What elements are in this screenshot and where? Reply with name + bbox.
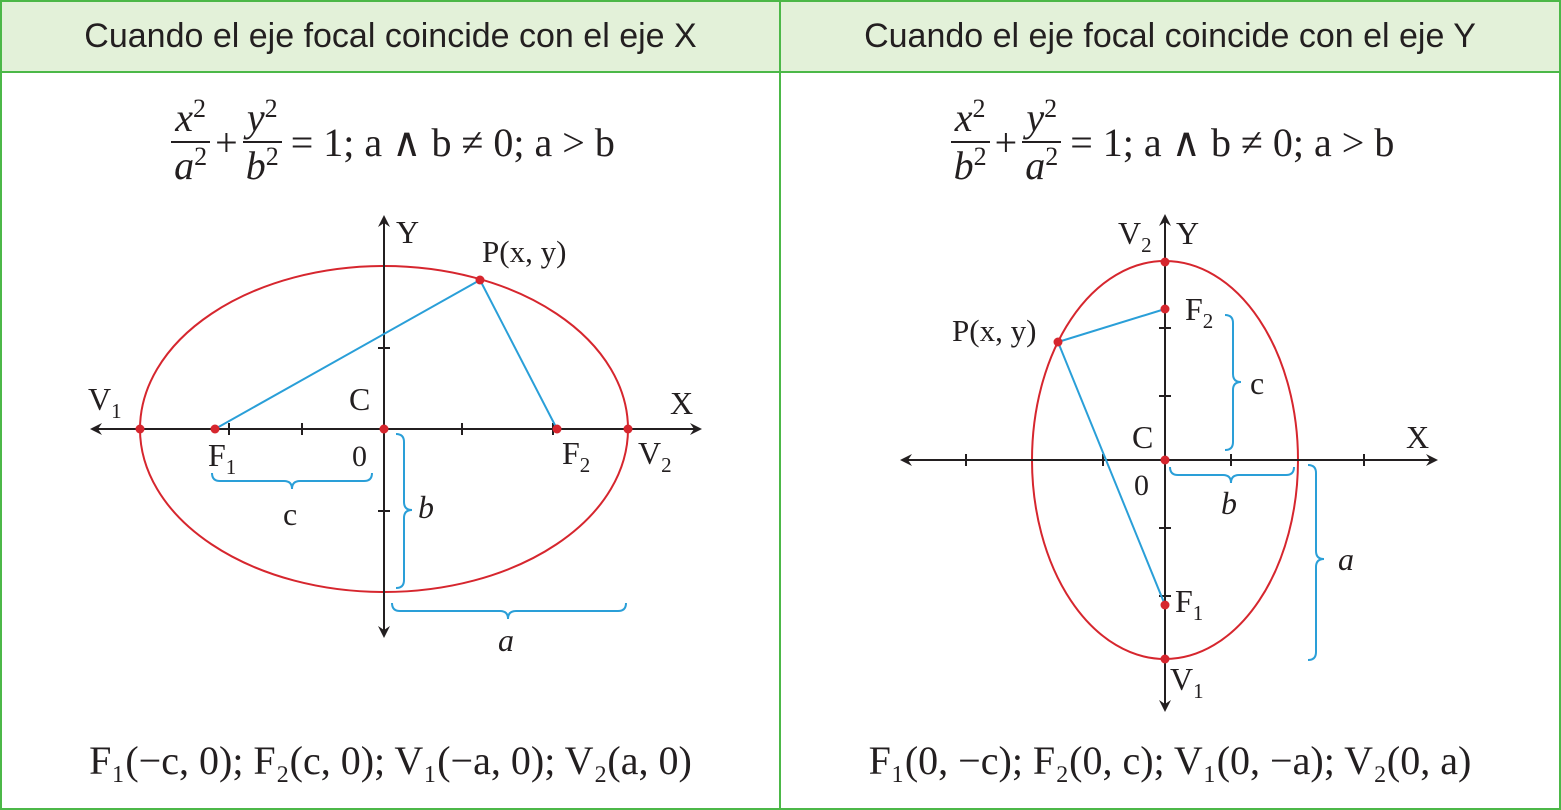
numerator-exp: 2 [972, 94, 986, 123]
label-y-axis: Y [1176, 215, 1199, 251]
label-v2: V2 [638, 435, 672, 477]
label-origin: 0 [1134, 469, 1149, 502]
label-center: C [349, 381, 370, 417]
label-c: c [1250, 365, 1264, 401]
plus-sign: + [994, 119, 1018, 165]
footer-right: F₁(0, −c); F₂(0, c); V₁(0, −a); V₂(0, a) [868, 737, 1472, 783]
numerator-var: x [175, 95, 194, 140]
label-v1: V1 [1170, 661, 1204, 703]
label-f2: F2 [1185, 291, 1213, 333]
focus-f1-point [210, 424, 220, 434]
label-a: a [1338, 541, 1354, 577]
formula-left: x2 a2 + y2 b2 = 1; a ∧ b ≠ 0; a > b [2, 82, 779, 202]
label-f2: F2 [562, 435, 590, 477]
formula-conditions: = 1; a ∧ b ≠ 0; a > b [290, 119, 615, 165]
plus-sign: + [215, 119, 238, 165]
center-point [379, 424, 389, 434]
segment-p-f2 [479, 279, 558, 430]
label-center: C [1132, 419, 1153, 455]
denominator-var: a [174, 143, 195, 188]
header-left: Cuando el eje focal coincide con el eje … [2, 2, 779, 71]
brace-c [211, 472, 373, 490]
center-point [1160, 455, 1170, 465]
formula-conditions: = 1; a ∧ b ≠ 0; a > b [1070, 119, 1395, 165]
axis-ticks [965, 327, 1365, 597]
header-divider [0, 71, 1561, 73]
brace-a [1307, 464, 1325, 661]
label-v2: V2 [1118, 215, 1152, 257]
vertex-v2-point [1160, 257, 1170, 267]
denominator-exp: 2 [265, 142, 279, 171]
label-y-axis: Y [396, 214, 419, 250]
label-f1: F1 [1175, 583, 1203, 625]
column-divider [779, 0, 781, 810]
label-x-axis: X [1406, 419, 1429, 455]
numerator-var: x [954, 95, 973, 140]
header-right: Cuando el eje focal coincide con el eje … [781, 2, 1559, 71]
denominator-exp: 2 [1045, 142, 1059, 171]
diagram-right: Y X P(x, y) C 0 V2 V1 F2 F1 c b a [900, 214, 1438, 712]
fraction-x-over-b: x2 b2 [950, 95, 991, 189]
brace-a [391, 602, 627, 620]
label-origin: 0 [352, 440, 367, 473]
label-b: b [1221, 485, 1237, 521]
numerator-var: y [246, 95, 265, 140]
diagram-left: Y X P(x, y) C 0 V1 V2 F1 F2 c b a [88, 214, 702, 658]
vertex-v2-point [623, 424, 633, 434]
fraction-y-over-b: y2 b2 [242, 95, 283, 189]
denominator-var: b [245, 143, 266, 188]
numerator-exp: 2 [264, 94, 278, 123]
label-point-p: P(x, y) [482, 234, 566, 269]
denominator-exp: 2 [194, 142, 208, 171]
numerator-exp: 2 [1044, 94, 1058, 123]
label-x-axis: X [670, 385, 693, 421]
label-v1: V1 [88, 381, 122, 423]
denominator-var: b [953, 143, 974, 188]
vertex-v1-point [1160, 654, 1170, 664]
denominator-exp: 2 [973, 142, 987, 171]
numerator-exp: 2 [193, 94, 207, 123]
label-point-p: P(x, y) [952, 313, 1036, 348]
brace-b [395, 433, 413, 589]
point-p [1053, 337, 1063, 347]
brace-b [1169, 466, 1295, 484]
fraction-x-over-a: x2 a2 [170, 95, 211, 189]
denominator-var: a [1025, 143, 1046, 188]
focus-f1-point [1160, 600, 1170, 610]
fraction-y-over-a: y2 a2 [1021, 95, 1062, 189]
segment-f1-p [214, 279, 481, 430]
vertex-v1-point [135, 424, 145, 434]
footer-left: F₁(−c, 0); F₂(c, 0); V₁(−a, 0); V₂(a, 0) [89, 737, 692, 783]
formula-right: x2 b2 + y2 a2 = 1; a ∧ b ≠ 0; a > b [781, 82, 1559, 202]
focus-f2-point [1160, 304, 1170, 314]
label-b: b [418, 489, 434, 525]
focus-f2-point [552, 424, 562, 434]
label-f1: F1 [208, 437, 236, 479]
segment-p-f1 [1057, 341, 1166, 606]
numerator-var: y [1026, 95, 1045, 140]
brace-c [1224, 314, 1242, 451]
segment-p-f2 [1057, 308, 1166, 343]
label-c: c [283, 496, 297, 532]
point-p [475, 275, 485, 285]
label-a: a [498, 622, 514, 658]
